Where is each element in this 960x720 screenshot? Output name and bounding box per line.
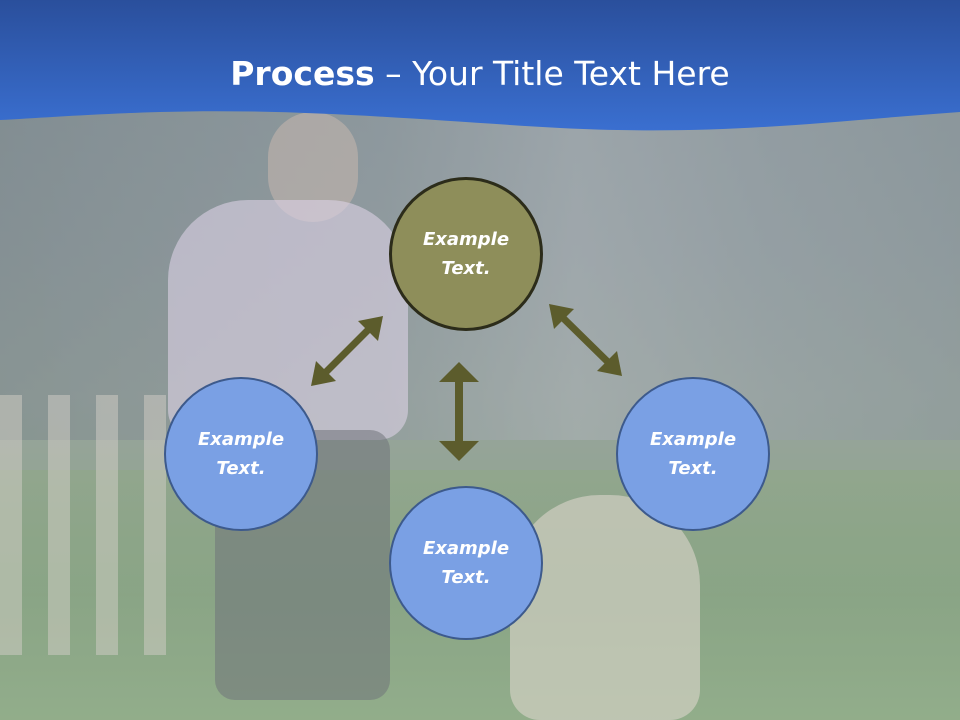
node-bottom-label: Example Text.	[422, 538, 510, 588]
title-rest: – Your Title Text Here	[374, 54, 730, 93]
background-fence	[0, 395, 185, 655]
banner-shape	[0, 0, 960, 131]
slide-title: Process – Your Title Text Here	[0, 52, 960, 96]
title-bold: Process	[230, 54, 375, 93]
node-center: Example Text.	[389, 177, 543, 331]
node-right: Example Text.	[616, 377, 770, 531]
double-arrow-bottom	[439, 362, 479, 461]
node-left-label: Example Text.	[197, 429, 285, 479]
double-arrow-right	[549, 304, 622, 376]
header-banner	[0, 0, 960, 131]
node-bottom: Example Text.	[389, 486, 543, 640]
node-left: Example Text.	[164, 377, 318, 531]
node-center-label: Example Text.	[422, 229, 510, 279]
background-dog	[510, 495, 700, 720]
node-right-label: Example Text.	[649, 429, 737, 479]
double-arrow-left	[311, 316, 383, 386]
